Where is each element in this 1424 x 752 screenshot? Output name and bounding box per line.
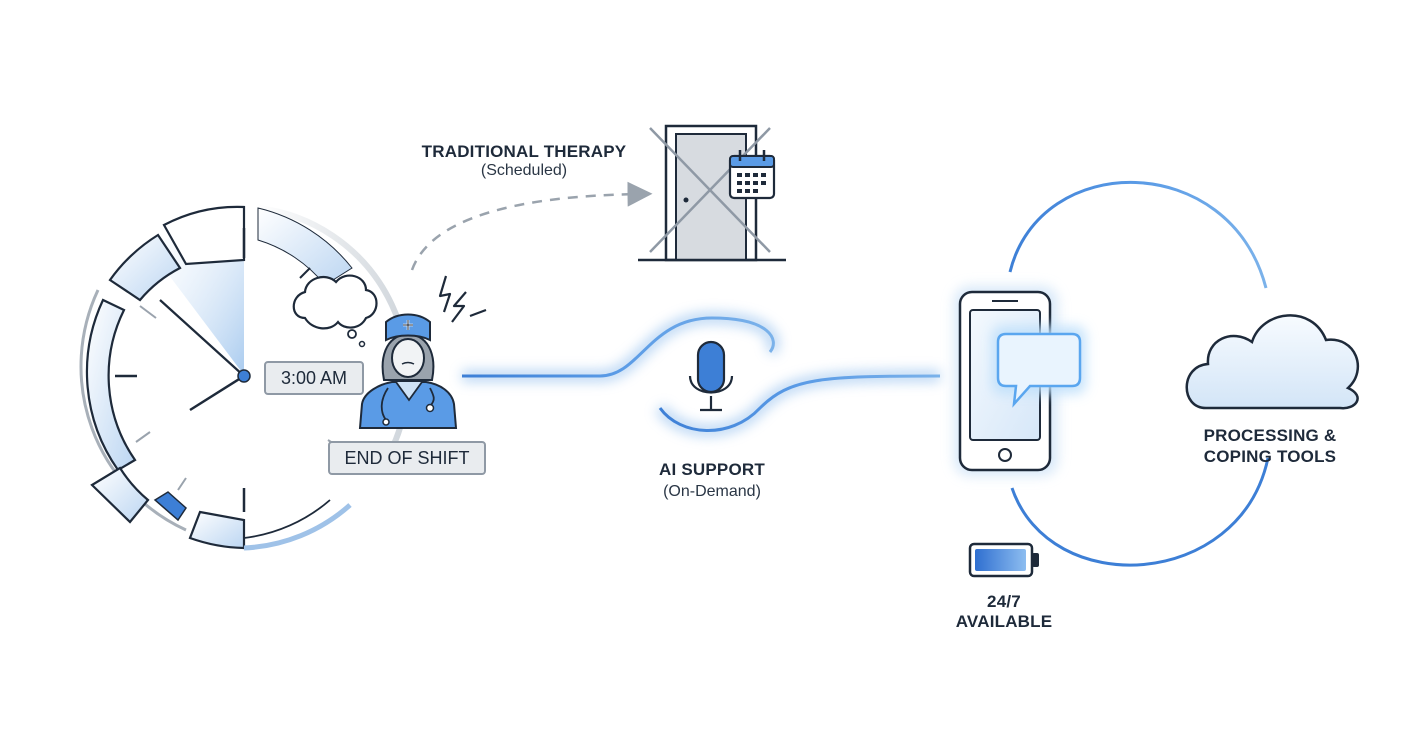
clock-segment-upper-left xyxy=(108,233,182,302)
battery-icon xyxy=(968,542,1039,578)
clock-outer-arc xyxy=(79,289,187,532)
nurse-figure xyxy=(358,313,458,429)
clock-center xyxy=(237,369,251,383)
clock-segment-left xyxy=(85,298,137,472)
traditional-therapy-subtitle: (Scheduled) xyxy=(480,162,568,179)
clock-mark-2 xyxy=(299,267,311,279)
clock-hour-hand xyxy=(189,374,245,412)
calendar-icon xyxy=(728,150,776,200)
ai-support-wave xyxy=(462,311,941,437)
door-cross-line-2 xyxy=(649,127,771,253)
stress-lightning-icon xyxy=(438,275,487,323)
clock-bottom-arc-outline xyxy=(243,499,331,539)
clock-mark-7 xyxy=(177,477,187,491)
chat-bubble-icon xyxy=(992,326,1086,408)
thought-bubble xyxy=(292,274,378,348)
end-of-shift-badge: END OF SHIFT xyxy=(328,441,486,475)
connection-line-right xyxy=(658,374,941,432)
clock-segment-lower-left xyxy=(90,466,150,524)
time-badge: 3:00 AM xyxy=(264,361,364,395)
clock-minute-hand xyxy=(159,299,245,377)
processing-tools-line-2: COPING TOOLS xyxy=(1203,447,1337,466)
availability-line-1: 24/7 xyxy=(987,592,1021,611)
clock-mark-8 xyxy=(135,431,151,443)
connection-line-left xyxy=(462,316,775,378)
battery-fill xyxy=(975,549,1026,571)
clock-mark-10 xyxy=(139,305,157,319)
availability-line-2: AVAILABLE xyxy=(955,612,1053,631)
clock-bottom-arc xyxy=(243,503,352,551)
nurse-face xyxy=(391,338,425,378)
dashed-arrow-to-therapy xyxy=(410,181,653,271)
loop-arc-top xyxy=(1008,181,1268,289)
clock-segment-top-right xyxy=(257,207,353,286)
clock-segment-bottom xyxy=(188,510,246,550)
clock-segment-small xyxy=(153,491,187,522)
clock xyxy=(79,205,411,551)
microphone-icon xyxy=(688,340,734,412)
ai-support-title: AI SUPPORT xyxy=(659,460,765,479)
ai-support-subtitle: (On-Demand) xyxy=(663,483,761,500)
processing-tools-line-1: PROCESSING & xyxy=(1203,426,1337,445)
traditional-therapy-title: TRADITIONAL THERAPY xyxy=(421,142,627,161)
loop-arc-bottom xyxy=(1010,457,1270,567)
cloud-icon xyxy=(1185,314,1359,410)
